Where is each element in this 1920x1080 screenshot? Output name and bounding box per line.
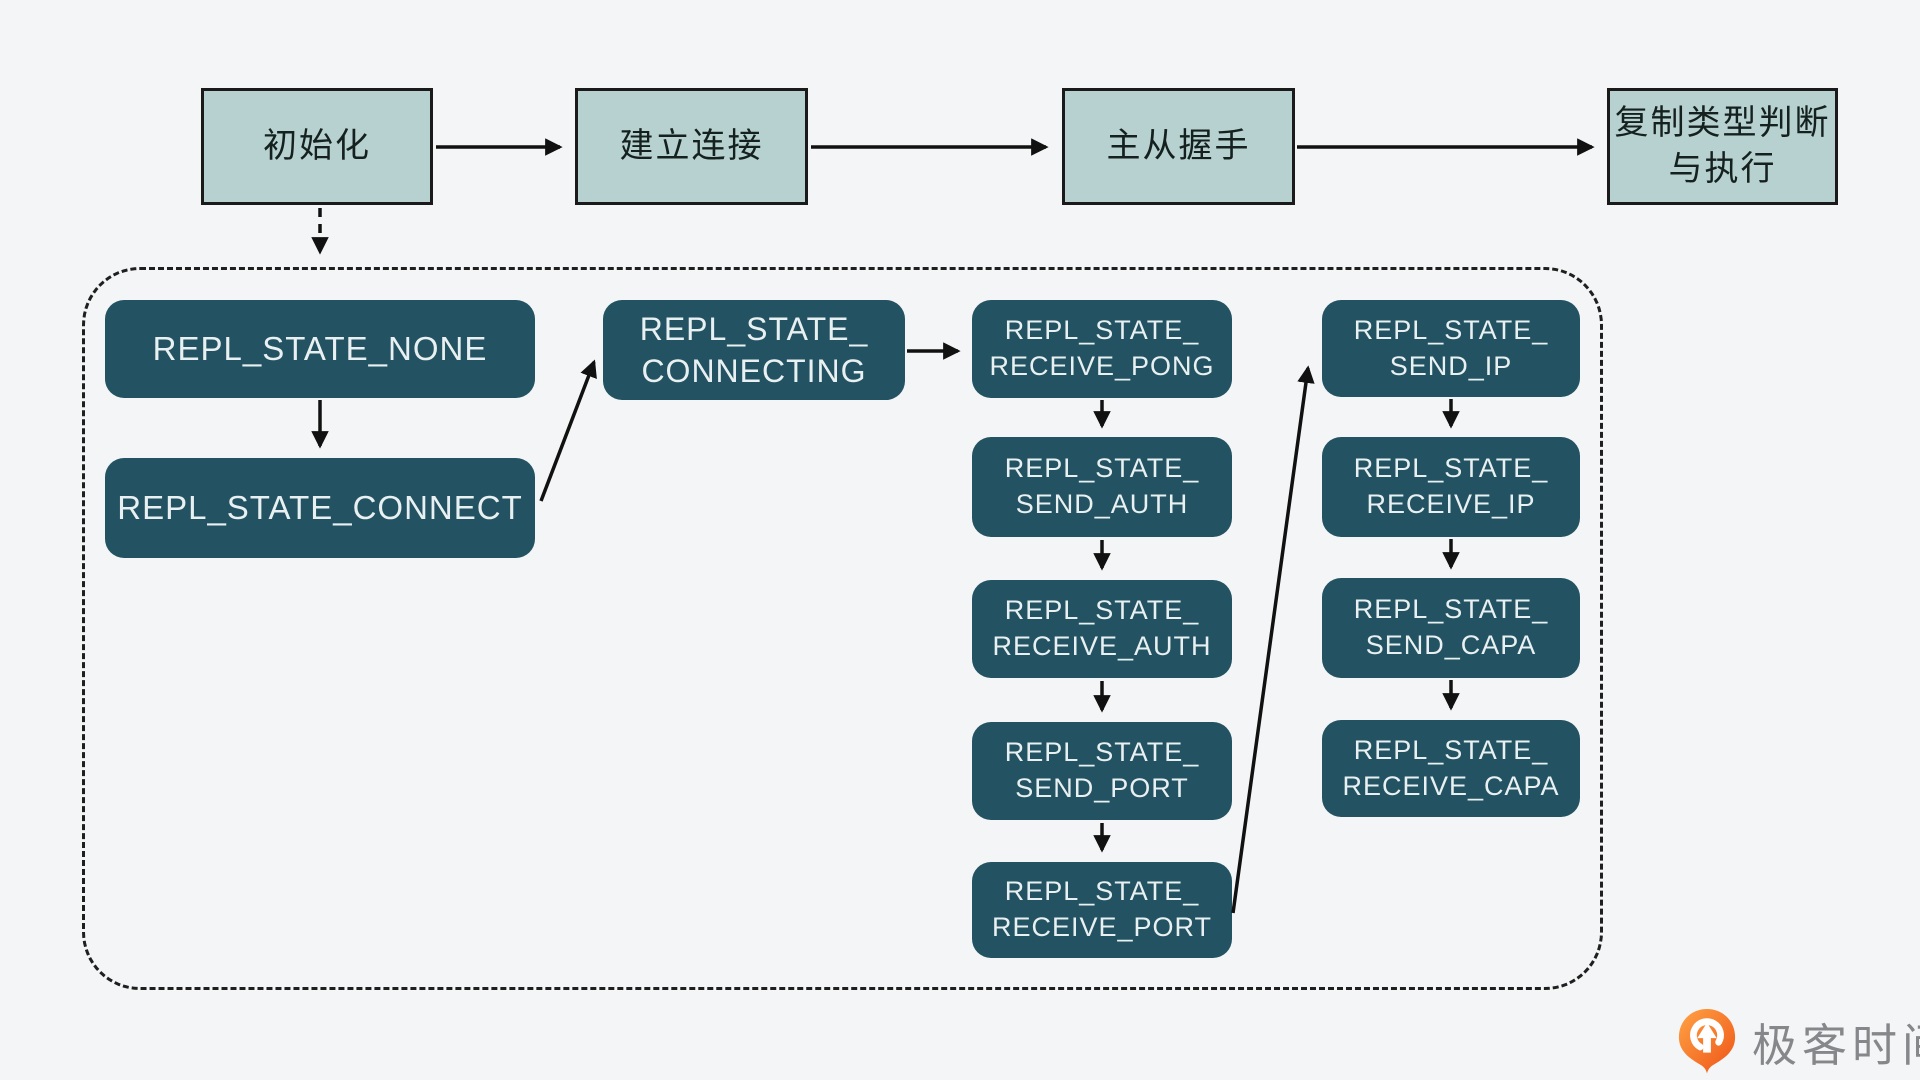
phase-box-init: 初始化 bbox=[201, 88, 433, 205]
state-label-line1: REPL_STATE_ bbox=[639, 310, 869, 347]
state-box-repl-state-receive-pong: REPL_STATE_ RECEIVE_PONG bbox=[972, 300, 1232, 398]
state-box-repl-state-send-ip: REPL_STATE_ SEND_IP bbox=[1322, 300, 1580, 397]
state-box-repl-state-send-port: REPL_STATE_ SEND_PORT bbox=[972, 722, 1232, 820]
state-label-line1: REPL_STATE_ bbox=[1004, 737, 1200, 768]
phase-label: 建立连接 bbox=[619, 126, 764, 165]
state-label-line2: RECEIVE_PONG bbox=[989, 351, 1215, 381]
state-label-line1: REPL_STATE_ bbox=[1004, 315, 1200, 346]
phase-label: 主从握手 bbox=[1106, 126, 1251, 165]
state-label-line1: REPL_STATE_ bbox=[1353, 453, 1549, 484]
geektime-logo-icon bbox=[1678, 1009, 1736, 1074]
geektime-logo-text: 极客时间 bbox=[1752, 1019, 1920, 1071]
state-label: REPL_STATE_NONE bbox=[152, 330, 488, 368]
phase-label-line2: 与执行 bbox=[1668, 149, 1777, 188]
state-label-line2: SEND_CAPA bbox=[1365, 630, 1537, 660]
state-box-repl-state-receive-ip: REPL_STATE_ RECEIVE_IP bbox=[1322, 437, 1580, 537]
geektime-logo: 极客时间 bbox=[1676, 1006, 1920, 1076]
state-label: REPL_STATE_CONNECT bbox=[117, 489, 523, 527]
state-label-line2: CONNECTING bbox=[641, 353, 867, 389]
state-label-line1: REPL_STATE_ bbox=[1004, 453, 1200, 484]
state-box-repl-state-receive-capa: REPL_STATE_ RECEIVE_CAPA bbox=[1322, 720, 1580, 817]
state-label-line2: RECEIVE_AUTH bbox=[992, 631, 1212, 661]
state-label-line2: SEND_PORT bbox=[1015, 773, 1189, 803]
state-label-line2: RECEIVE_CAPA bbox=[1342, 770, 1560, 801]
state-label-line1: REPL_STATE_ bbox=[1004, 595, 1200, 626]
phase-box-establish-connection: 建立连接 bbox=[575, 88, 808, 205]
state-label-line1: REPL_STATE_ bbox=[1353, 314, 1549, 345]
phase-label-line1: 复制类型判断 bbox=[1614, 103, 1831, 142]
phase-label: 初始化 bbox=[263, 126, 371, 165]
state-box-repl-state-send-auth: REPL_STATE_ SEND_AUTH bbox=[972, 437, 1232, 537]
state-label-line2: RECEIVE_IP bbox=[1366, 489, 1536, 519]
phase-box-repl-type-decision: 复制类型判断 与执行 bbox=[1607, 88, 1838, 205]
state-box-repl-state-receive-port: REPL_STATE_ RECEIVE_PORT bbox=[972, 862, 1232, 958]
phase-box-master-slave-handshake: 主从握手 bbox=[1062, 88, 1295, 205]
state-box-repl-state-send-capa: REPL_STATE_ SEND_CAPA bbox=[1322, 578, 1580, 678]
state-label-line2: SEND_AUTH bbox=[1015, 489, 1189, 519]
state-box-repl-state-receive-auth: REPL_STATE_ RECEIVE_AUTH bbox=[972, 580, 1232, 678]
state-box-repl-state-connecting: REPL_STATE_ CONNECTING bbox=[603, 300, 905, 400]
state-label-line1: REPL_STATE_ bbox=[1353, 734, 1549, 765]
state-label-line1: REPL_STATE_ bbox=[1004, 876, 1200, 907]
state-machine-group-border bbox=[82, 267, 1603, 990]
state-label-line2: RECEIVE_PORT bbox=[991, 912, 1213, 942]
state-box-repl-state-none: REPL_STATE_NONE bbox=[105, 300, 535, 398]
state-label-line1: REPL_STATE_ bbox=[1353, 594, 1549, 625]
state-box-repl-state-connect: REPL_STATE_CONNECT bbox=[105, 458, 535, 558]
state-label-line2: SEND_IP bbox=[1389, 350, 1513, 381]
